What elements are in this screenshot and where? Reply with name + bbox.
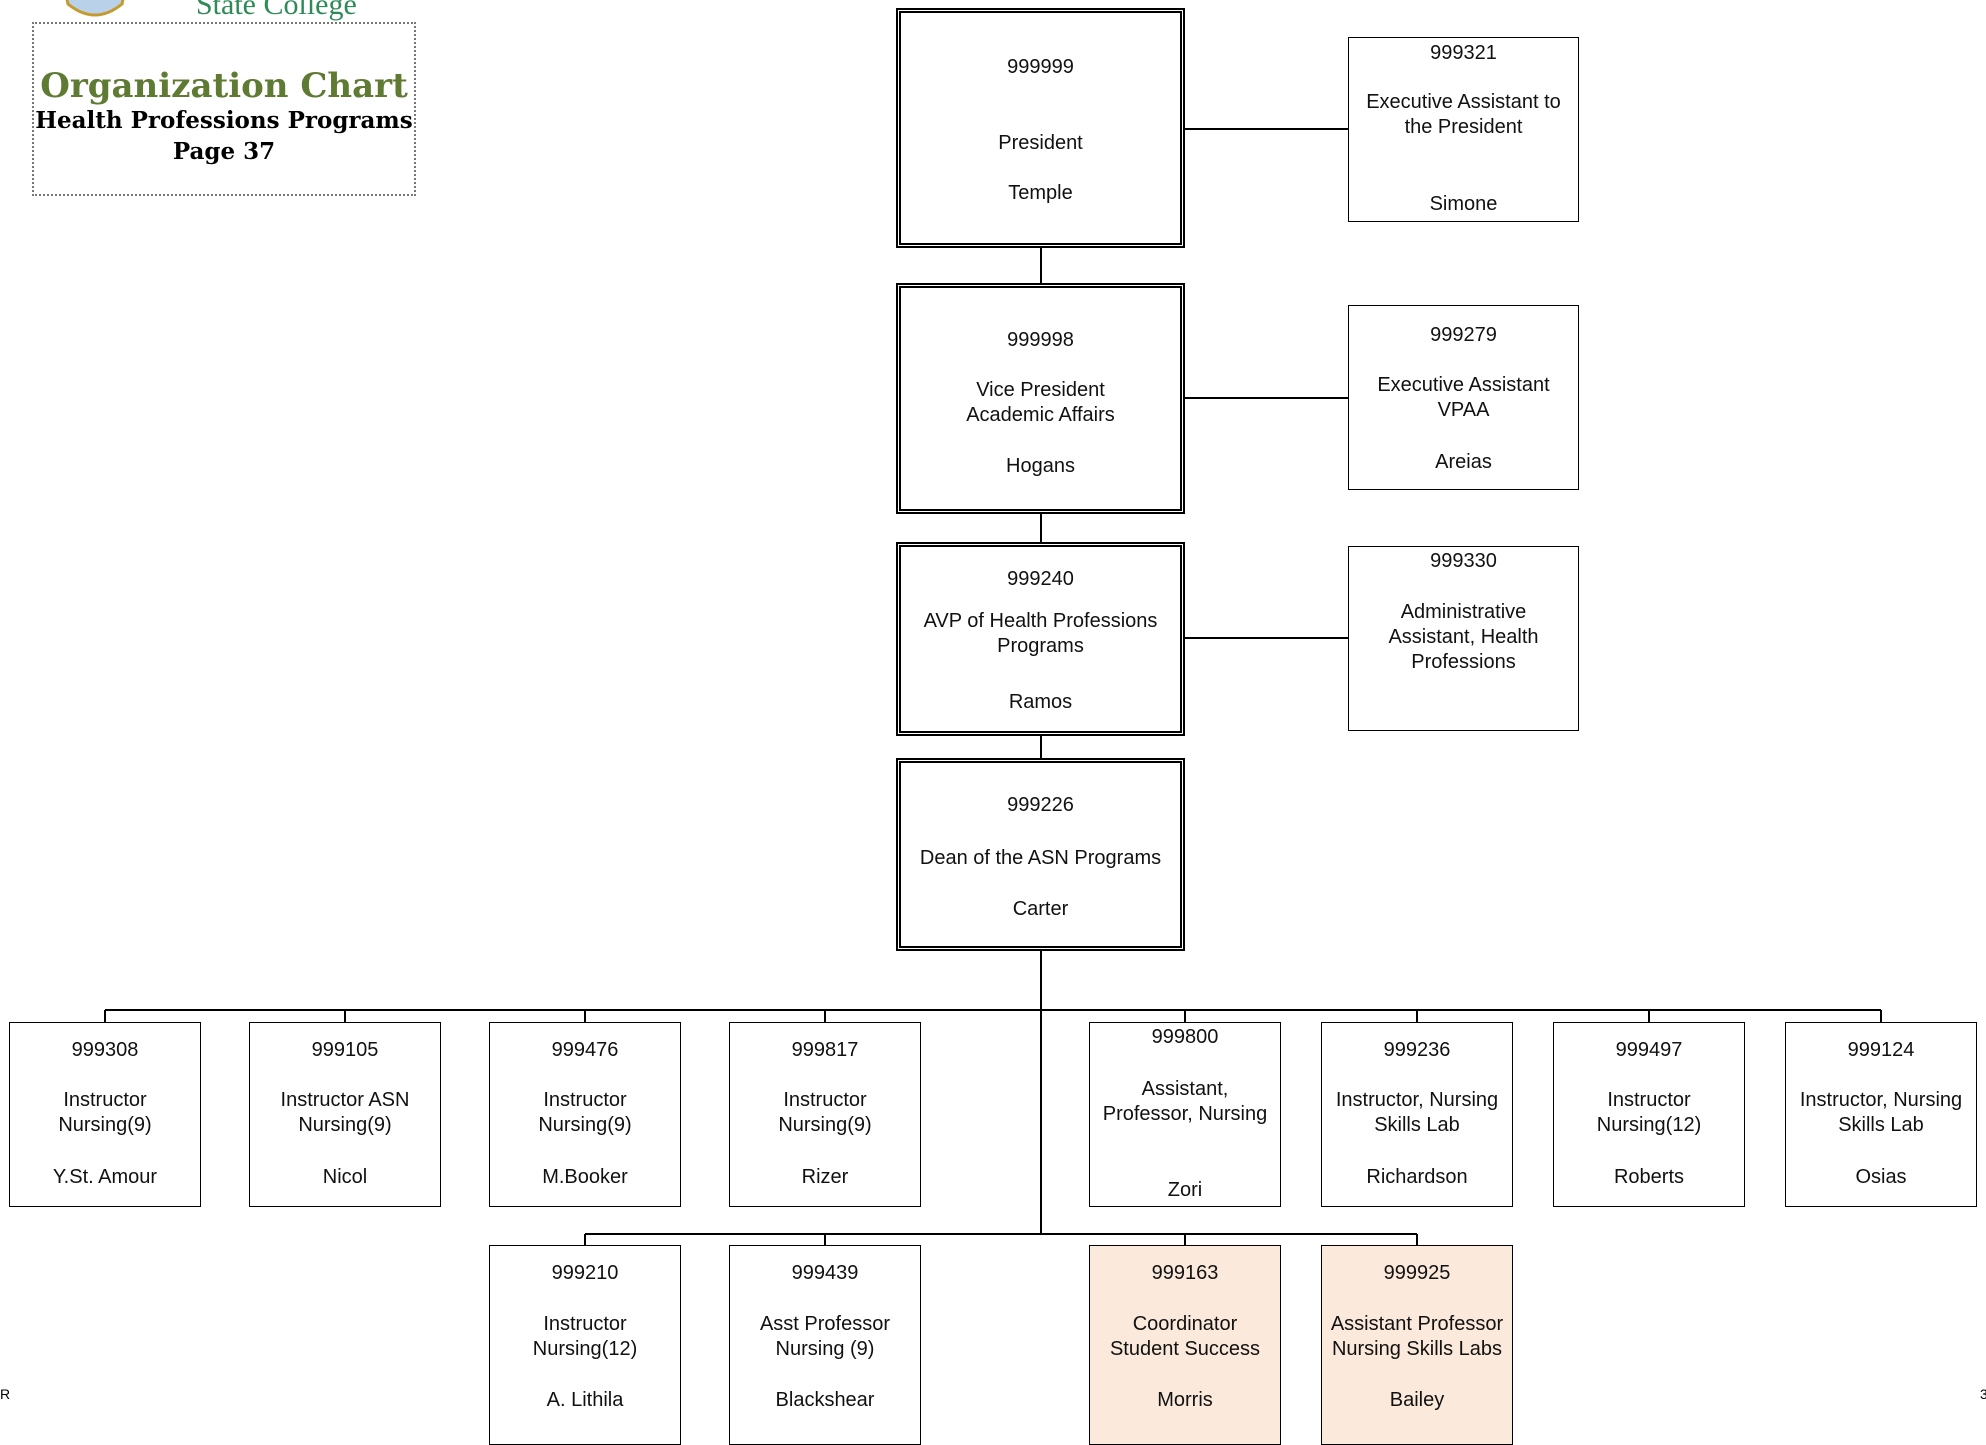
footer-left-mark: R [0,1386,11,1402]
position-number: 999105 [311,1039,379,1061]
position-number: 999226 [1007,794,1074,816]
employee-name: Morris [1157,1389,1213,1411]
position-number: 999999 [1007,56,1074,78]
position-title: Instructor ASN Nursing(9) [280,1089,410,1136]
employee-name: Simone [1429,193,1498,215]
employee-name: Zori [1167,1179,1203,1201]
employee-name: Hogans [1006,455,1075,477]
position-title: Administrative Assistant, Health Profess… [1388,601,1539,673]
chart-subtitle: Health Professions Programs [35,107,413,135]
position-number: 999476 [551,1039,619,1061]
employee-name: Roberts [1613,1166,1685,1188]
chart-title: Organization Chart [40,66,408,106]
position-number: 999240 [1007,568,1074,590]
employee-name: Ramos [1008,691,1073,713]
position-title: Instructor Nursing(12) [532,1313,638,1360]
position-title: Instructor Nursing(9) [58,1089,152,1136]
employee-name: Richardson [1366,1166,1468,1188]
position-number: 999308 [71,1039,139,1061]
employee-name: M.Booker [542,1166,628,1188]
position-title: Asst Professor Nursing (9) [759,1313,891,1360]
footer-right-mark: 3 [1980,1386,1986,1402]
position-number: 999497 [1615,1039,1683,1061]
position-number: 999321 [1430,42,1497,64]
employee-name: Temple [1008,182,1073,204]
position-number: 999800 [1151,1026,1219,1048]
position-number: 999236 [1383,1039,1451,1061]
position-number: 999330 [1430,550,1497,572]
employee-name: Nicol [322,1166,368,1188]
employee-name: Bailey [1389,1389,1445,1411]
position-title: Vice President Academic Affairs [966,379,1115,426]
page-number: Page 37 [172,138,276,166]
position-number: 999210 [551,1262,619,1284]
position-number: 999998 [1007,329,1074,351]
employee-name: Osias [1855,1166,1907,1188]
position-number: 999817 [791,1039,859,1061]
college-wordmark: State College [196,0,357,21]
position-title: Instructor Nursing(12) [1596,1089,1702,1136]
position-title: President [998,132,1083,154]
position-title: Instructor, Nursing Skills Lab [1335,1089,1499,1136]
position-number: 999439 [791,1262,859,1284]
position-title: Executive Assistant VPAA [1377,374,1550,421]
employee-name: Rizer [801,1166,849,1188]
position-number: 999124 [1847,1039,1915,1061]
position-title: Instructor Nursing(9) [778,1089,872,1136]
employee-name: Areias [1435,451,1492,473]
college-shield-logo [65,0,125,17]
employee-name: Blackshear [775,1389,875,1411]
chart-title-box: Organization Chart Health Professions Pr… [32,22,416,196]
position-title: AVP of Health Professions Programs [923,610,1158,657]
position-title: Coordinator Student Success [1109,1313,1261,1360]
employee-name: A. Lithila [546,1389,624,1411]
position-number: 999163 [1151,1262,1219,1284]
position-number: 999925 [1383,1262,1451,1284]
position-title: Instructor Nursing(9) [538,1089,632,1136]
position-title: Assistant Professor Nursing Skills Labs [1330,1313,1504,1360]
position-title: Assistant, Professor, Nursing [1102,1078,1268,1125]
position-number: 999279 [1430,324,1497,346]
position-title: Executive Assistant to the President [1366,91,1561,138]
position-title: Dean of the ASN Programs [919,847,1162,869]
employee-name: Carter [1012,898,1069,920]
employee-name: Y.St. Amour [52,1166,158,1188]
position-title: Instructor, Nursing Skills Lab [1799,1089,1963,1136]
